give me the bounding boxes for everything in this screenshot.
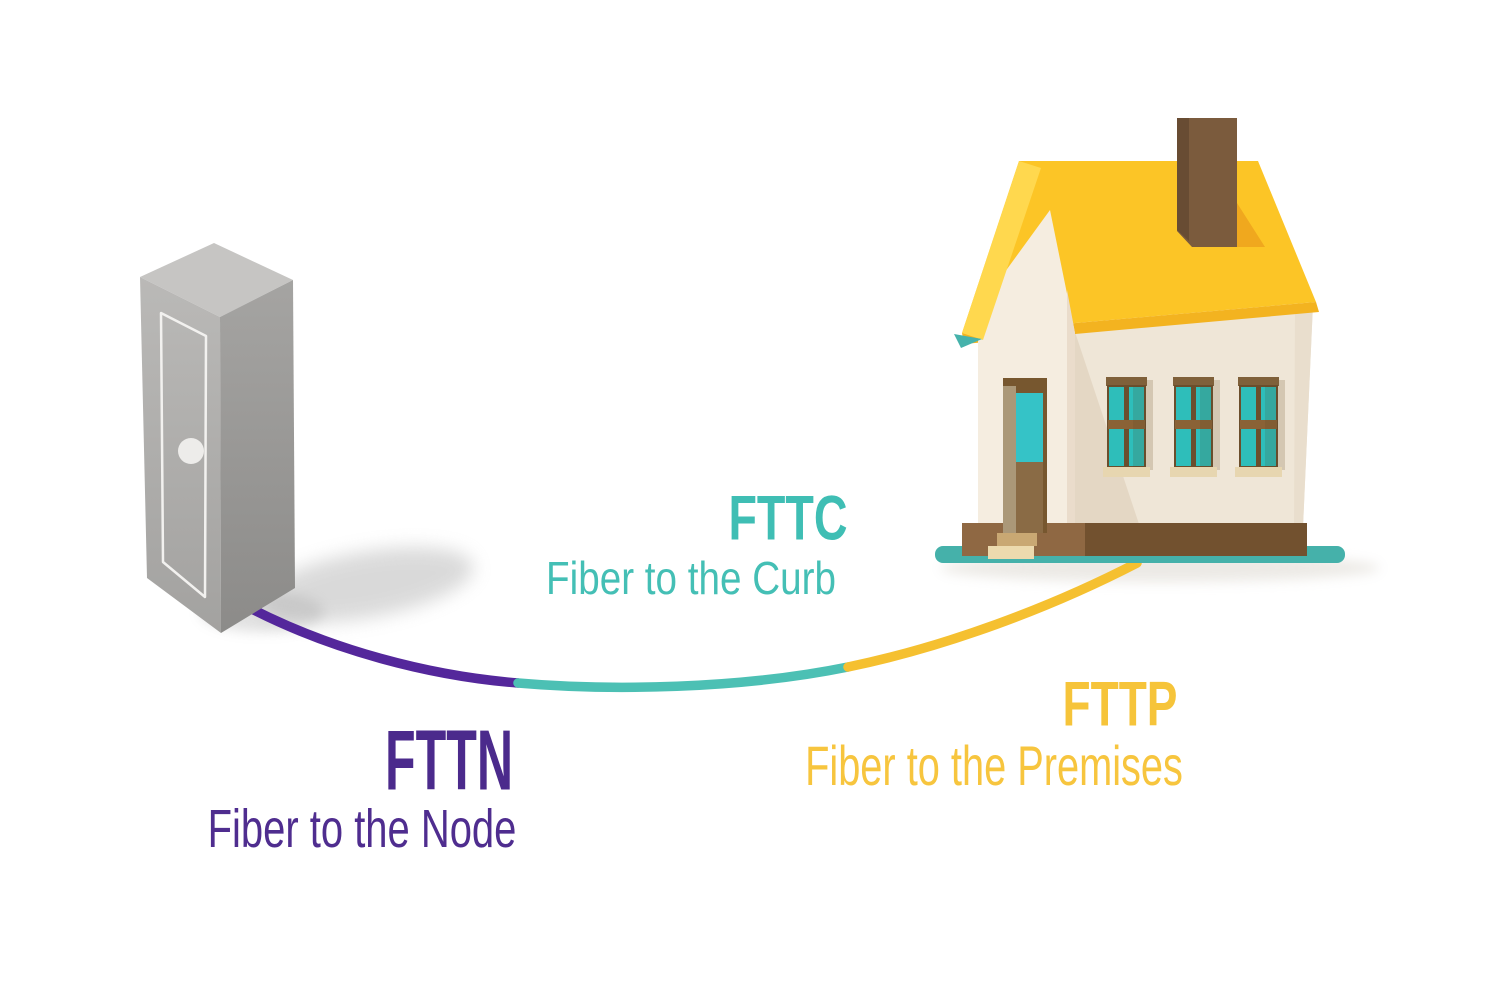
fttn-full-name-label: Fiber to the Node [207, 799, 517, 859]
cabinet-door-knob [178, 438, 204, 464]
gable-wall [978, 210, 1075, 527]
windows [1103, 377, 1285, 477]
house-base-right [1085, 523, 1307, 556]
door-steps [988, 533, 1037, 559]
fttp-full-name-label: Fiber to the Premises [805, 734, 1183, 797]
fiber-cable [241, 558, 1142, 693]
house [935, 118, 1345, 563]
roof-tip-teal-accent [954, 334, 982, 348]
cable-segment-fttp [843, 558, 1142, 672]
cabinet-top-face [140, 243, 293, 317]
street-cabinet [140, 243, 295, 633]
fttc-abbreviation-label: FTTC [728, 483, 848, 554]
fttp-abbreviation-label: FTTP [1062, 669, 1178, 740]
window-3 [1235, 377, 1285, 477]
window-2 [1170, 377, 1220, 477]
front-wall-right-edge [1294, 304, 1313, 527]
fttn-abbreviation-label: FTTN [384, 713, 514, 809]
door [1003, 378, 1047, 533]
chimney-roof-shadow [1237, 203, 1265, 247]
window-1 [1103, 377, 1153, 477]
roof-fascia [962, 161, 1041, 340]
chimney [1177, 118, 1237, 247]
cable-segment-fttc [513, 662, 853, 693]
cable-segment-fttn [241, 601, 523, 688]
gable-right-edge-shade [1067, 290, 1075, 527]
fttc-full-name-label: Fiber to the Curb [546, 552, 836, 604]
cabinet-side-face [220, 280, 295, 633]
cabinet-door-outline [159, 311, 208, 599]
